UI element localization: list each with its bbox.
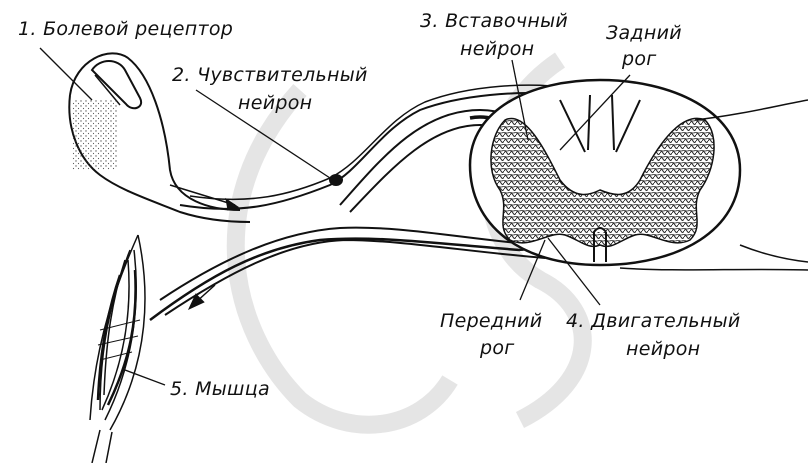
label-sensory-neuron-2: нейрон <box>238 92 313 114</box>
label-pain-receptor: 1. Болевой рецептор <box>18 18 234 40</box>
label-interneuron-2: нейрон <box>460 38 535 60</box>
label-anterior-horn-1: Передний <box>440 310 543 332</box>
spinal-cord-cross-section <box>468 78 808 271</box>
label-muscle: 5. Мышца <box>170 378 270 400</box>
leader-lines <box>39 47 631 386</box>
motor-pathway <box>149 226 546 322</box>
ganglion <box>329 174 343 186</box>
label-sensory-neuron-1: 2. Чувствительный <box>172 64 368 86</box>
label-motor-neuron-2: нейрон <box>626 338 701 360</box>
label-motor-neuron-1: 4. Двигательный <box>566 310 741 332</box>
label-posterior-horn-1: Задний <box>606 22 682 44</box>
label-anterior-horn-2: рог <box>480 337 515 359</box>
muscle-drawing <box>89 234 146 463</box>
finger-drawing <box>68 52 251 223</box>
label-posterior-horn-2: рог <box>622 48 657 70</box>
label-interneuron-1: 3. Вставочный <box>420 10 569 32</box>
sensory-pathway <box>169 84 571 211</box>
